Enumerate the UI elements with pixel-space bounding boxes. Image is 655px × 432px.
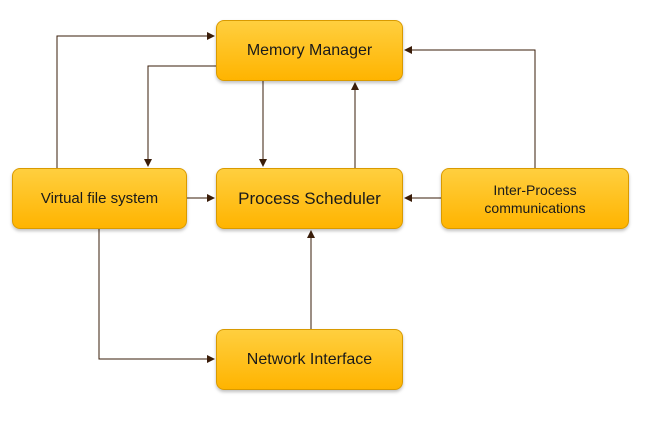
node-network-interface: Network Interface xyxy=(216,329,403,390)
edge-vfs-to-network-interface xyxy=(98,229,215,363)
edge-memory-manager-to-vfs xyxy=(144,65,216,167)
node-inter-process-communications-label: Inter-Process communications xyxy=(484,181,586,216)
edge-vfs-to-memory-manager xyxy=(56,32,215,168)
node-process-scheduler: Process Scheduler xyxy=(216,168,403,229)
node-process-scheduler-label: Process Scheduler xyxy=(238,188,381,208)
node-virtual-file-system: Virtual file system xyxy=(12,168,187,229)
node-network-interface-label: Network Interface xyxy=(246,350,373,368)
node-virtual-file-system-label: Virtual file system xyxy=(40,190,159,207)
node-memory-manager: Memory Manager xyxy=(216,20,403,81)
node-inter-process-communications: Inter-Process communications xyxy=(441,168,629,229)
node-memory-manager-label: Memory Manager xyxy=(246,41,373,59)
edge-ipc-to-memory-manager xyxy=(404,46,536,168)
